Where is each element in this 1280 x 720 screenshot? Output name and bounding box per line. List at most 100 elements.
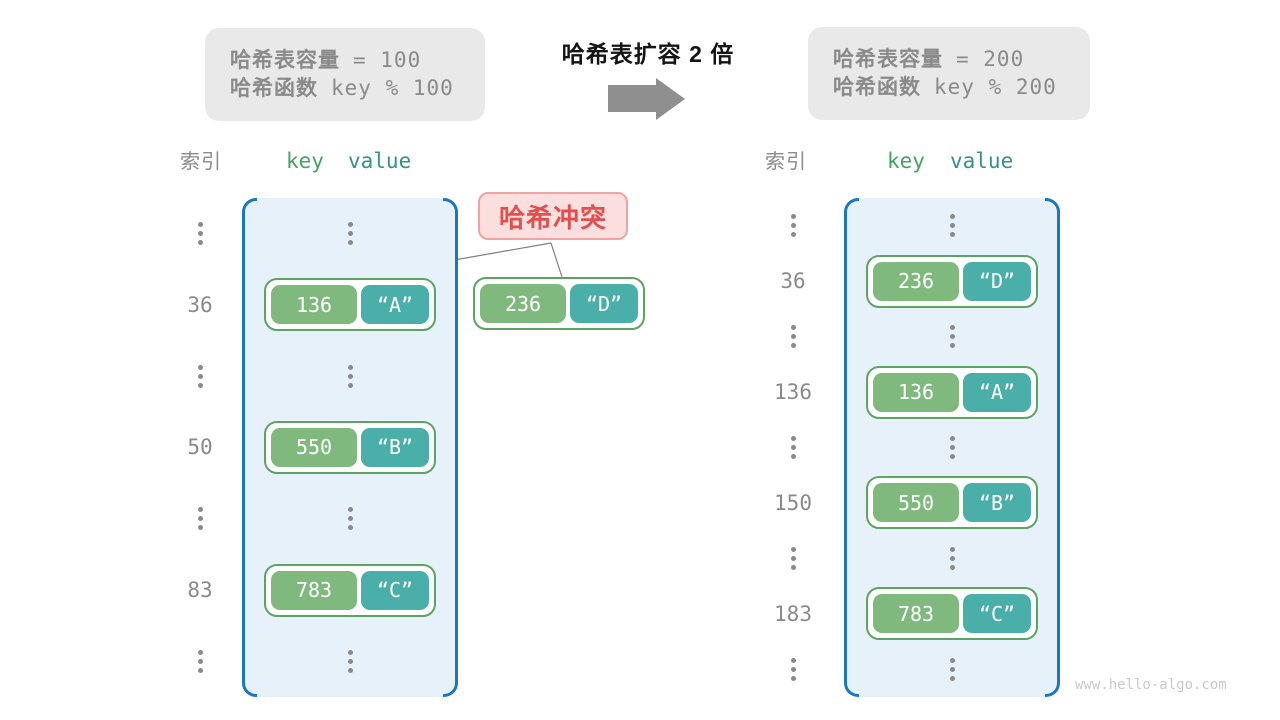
bucket-row — [844, 642, 1060, 697]
bucket-row — [242, 341, 458, 412]
capacity-box-before: 哈希表容量 = 100 哈希函数 key % 100 — [205, 28, 485, 121]
right-arrow-icon-head — [656, 78, 685, 120]
bucket-row — [844, 531, 1060, 586]
index-row: 36 — [169, 269, 231, 340]
ellipsis-icon — [949, 435, 955, 459]
capacity-label: 哈希表容量 — [230, 49, 340, 72]
expand-title: 哈希表扩容 2 倍 — [561, 41, 735, 67]
index-row: 83 — [169, 554, 231, 625]
bucket-row — [242, 626, 458, 697]
hash-function-label: 哈希函数 — [230, 77, 318, 100]
value-cell: “A” — [361, 285, 429, 325]
index-label: 36 — [780, 269, 806, 294]
bucket-row — [242, 483, 458, 554]
bucket-row: 783“C” — [242, 554, 458, 625]
bucket-row: 550“B” — [242, 412, 458, 483]
bucket-row — [242, 198, 458, 269]
index-row: 36 — [762, 253, 824, 308]
key-cell: 236 — [480, 284, 566, 323]
ellipsis-icon — [197, 364, 203, 388]
capacity-line: 哈希表容量 = 200 — [833, 47, 1090, 71]
column-header-value: value — [950, 149, 1014, 173]
ellipsis-icon — [197, 507, 203, 531]
index-label: 83 — [187, 578, 213, 603]
ellipsis-icon — [347, 364, 353, 388]
key-cell: 550 — [873, 483, 959, 523]
hash-function-label: 哈希函数 — [833, 76, 921, 99]
index-row: 150 — [762, 475, 824, 530]
bucket-row: 136“A” — [844, 364, 1060, 419]
value-cell: “C” — [361, 570, 429, 610]
index-row — [762, 642, 824, 697]
ellipsis-icon — [790, 546, 796, 570]
column-header-key: key — [887, 149, 925, 173]
key-cell: 136 — [271, 285, 357, 325]
index-row — [762, 309, 824, 364]
index-row — [762, 198, 824, 253]
key-cell: 783 — [271, 570, 357, 610]
colliding-pair-container: 236“D” — [473, 277, 645, 330]
bucket-row: 136“A” — [242, 269, 458, 340]
hash-function-value: key % 100 — [331, 76, 454, 100]
bucket-row — [844, 198, 1060, 253]
key-cell: 236 — [873, 261, 959, 301]
index-label: 136 — [774, 380, 812, 405]
key-value-pair: 236“D” — [473, 277, 645, 330]
ellipsis-icon — [197, 649, 203, 673]
value-cell: “C” — [963, 594, 1031, 634]
column-header-key: key — [286, 149, 324, 173]
bucket-row: 550“B” — [844, 475, 1060, 530]
hash-function-line: 哈希函数 key % 100 — [230, 76, 485, 100]
index-label: 150 — [774, 490, 812, 515]
index-row: 50 — [169, 412, 231, 483]
hash-collision-label: 哈希冲突 — [478, 192, 628, 240]
key-value-pair: 136“A” — [264, 278, 436, 332]
index-row — [169, 483, 231, 554]
key-cell: 783 — [873, 594, 959, 634]
index-row: 183 — [762, 586, 824, 641]
capacity-value: = 200 — [956, 47, 1025, 71]
index-row — [762, 531, 824, 586]
capacity-box-after: 哈希表容量 = 200 哈希函数 key % 200 — [808, 27, 1090, 120]
key-value-pair: 236“D” — [866, 254, 1038, 308]
key-cell: 136 — [873, 372, 959, 412]
capacity-value: = 100 — [353, 48, 422, 72]
key-value-pair: 783“C” — [866, 587, 1038, 641]
ellipsis-icon — [347, 649, 353, 673]
index-row — [169, 341, 231, 412]
ellipsis-icon — [197, 222, 203, 246]
bucket-row: 236“D” — [844, 253, 1060, 308]
index-row — [762, 420, 824, 475]
value-cell: “B” — [361, 427, 429, 467]
right-arrow-icon — [608, 85, 656, 112]
bucket-array-after: 236“D” 136“A” 550“B” 783“C” — [844, 198, 1060, 697]
watermark: www.hello-algo.com — [1075, 677, 1227, 693]
index-row — [169, 626, 231, 697]
bucket-row — [844, 420, 1060, 475]
capacity-line: 哈希表容量 = 100 — [230, 48, 485, 72]
ellipsis-icon — [790, 435, 796, 459]
key-cell: 550 — [271, 427, 357, 467]
ellipsis-icon — [949, 325, 955, 349]
index-label: 183 — [774, 601, 812, 626]
ellipsis-icon — [790, 657, 796, 681]
capacity-label: 哈希表容量 — [833, 48, 943, 71]
hash-function-value: key % 200 — [934, 75, 1057, 99]
index-label: 50 — [187, 435, 213, 460]
collision-line-right — [550, 242, 563, 278]
index-column-after: 36 136 150 183 — [762, 198, 824, 697]
value-cell: “B” — [963, 483, 1031, 523]
column-header-index: 索引 — [180, 151, 222, 173]
ellipsis-icon — [347, 222, 353, 246]
bucket-array-before: 136“A” 550“B” 783“C” — [242, 198, 458, 697]
value-cell: “A” — [963, 372, 1031, 412]
ellipsis-icon — [790, 325, 796, 349]
ellipsis-icon — [949, 657, 955, 681]
bucket-row — [844, 309, 1060, 364]
key-value-pair: 783“C” — [264, 563, 436, 617]
index-label: 36 — [187, 292, 213, 317]
hash-function-line: 哈希函数 key % 200 — [833, 75, 1090, 99]
value-cell: “D” — [963, 261, 1031, 301]
key-value-pair: 136“A” — [866, 365, 1038, 419]
